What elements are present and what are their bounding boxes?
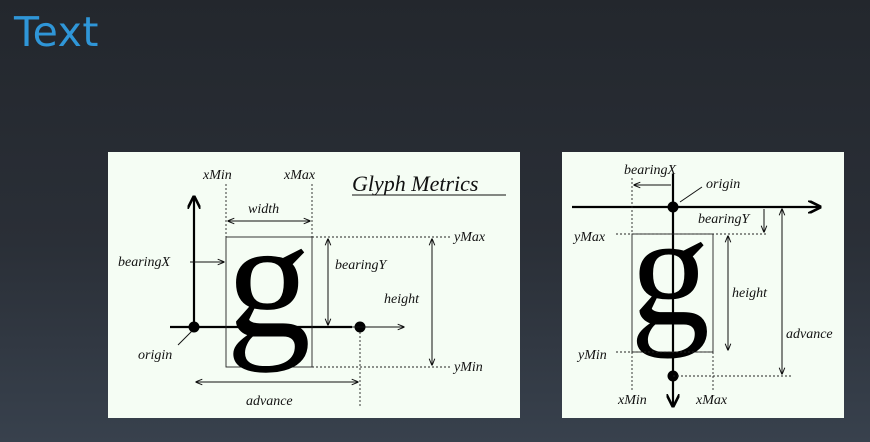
slide-title: Text (14, 8, 99, 56)
vertical-metrics-svg: g bearingX origin bearingY yMax height a… (572, 163, 833, 408)
advance-label: advance (786, 327, 833, 342)
ymin-label: yMin (452, 360, 483, 375)
ymin-label: yMin (576, 348, 607, 363)
width-label: width (248, 202, 279, 217)
origin-point (188, 321, 200, 333)
xmax-label: xMax (695, 393, 728, 408)
glyph-bbox (225, 236, 313, 368)
origin-leader (679, 186, 703, 203)
bearing-y-label: bearingY (335, 258, 389, 273)
origin-leader (177, 330, 193, 346)
origin-label: origin (706, 177, 740, 192)
vertical-metrics-diagram: g bearingX origin bearingY yMax height a… (562, 152, 844, 418)
bearing-y-label: bearingY (698, 212, 752, 227)
bearing-x-label: bearingX (624, 163, 677, 178)
ymax-label: yMax (452, 230, 486, 245)
height-label: height (384, 292, 420, 307)
ymax-label: yMax (572, 230, 606, 245)
advance-label: advance (246, 394, 293, 409)
height-label: height (732, 286, 768, 301)
glyph-g: g (630, 181, 710, 359)
origin-point (667, 201, 679, 213)
xmax-label: xMax (283, 168, 316, 183)
origin-label: origin (138, 348, 172, 363)
diagram-title: Glyph Metrics (352, 171, 478, 196)
bearing-x-label: bearingX (118, 255, 171, 270)
horizontal-metrics-diagram: Glyph Metrics g xMin xMax width yMax bea… (108, 152, 520, 418)
horizontal-metrics-svg: Glyph Metrics g xMin xMax width yMax bea… (118, 168, 506, 409)
xmin-label: xMin (202, 168, 232, 183)
xmin-label: xMin (617, 393, 647, 408)
glyph-g: g (226, 185, 311, 373)
